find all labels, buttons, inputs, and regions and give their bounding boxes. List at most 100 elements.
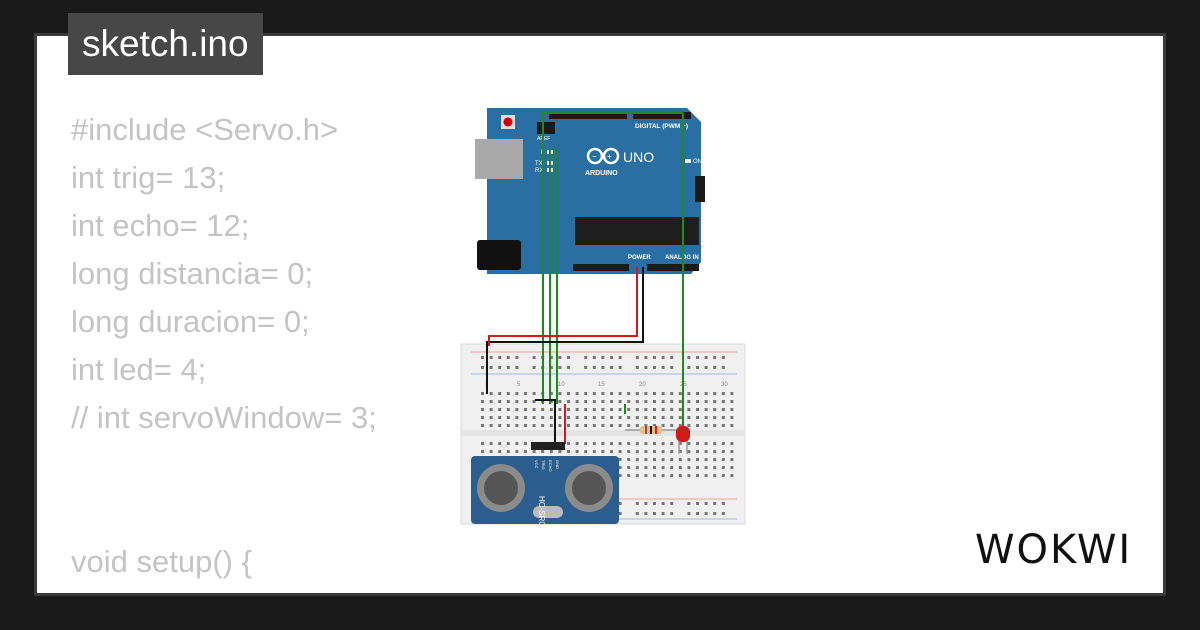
breadboard-hole [601,442,605,445]
breadboard-hole [713,458,717,461]
breadboard-hole [721,466,725,469]
breadboard-hole [644,502,648,505]
breadboard-hole [678,392,682,395]
breadboard-hole [696,408,699,411]
sensor-pin-gnd: GND [555,460,560,469]
breadboard-hole [549,356,553,359]
breadboard-hole [696,502,699,505]
breadboard-hole [713,366,717,369]
breadboard-hole [584,416,588,419]
breadboard-hole [687,466,691,469]
breadboard-hole [481,442,484,445]
power-header [573,264,629,271]
breadboard-hole [635,408,639,411]
breadboard-hole [670,408,674,411]
breadboard-hole [601,416,605,419]
file-tab-title[interactable]: sketch.ino [68,13,263,75]
code-line: void setup() { [71,544,252,579]
breadboard-hole [653,502,656,505]
breadboard-hole [592,408,596,411]
breadboard-hole [506,356,510,359]
breadboard-hole [713,450,717,453]
code-line: int led= 4; [71,352,207,387]
breadboard-hole [635,474,639,477]
bb-number-15: 15 [598,382,605,388]
breadboard-hole [489,392,493,395]
breadboard-hole [567,416,570,419]
breadboard-hole [524,400,527,403]
breadboard-hole [670,400,674,403]
breadboard-hole [687,424,691,427]
sensor-label: HC-SR04 [537,496,546,529]
breadboard-hole [644,408,648,411]
breadboard-hole [635,400,639,403]
reset-button[interactable] [503,117,513,127]
breadboard-hole [627,424,631,427]
breadboard-hole [506,400,510,403]
breadboard-hole [644,450,648,453]
breadboard-hole [687,366,691,369]
wire-digital-top [542,112,683,148]
breadboard-hole [635,466,639,469]
breadboard-hole [721,400,725,403]
breadboard-hole [627,458,631,461]
breadboard-hole [721,458,725,461]
breadboard-hole [481,450,484,453]
breadboard-hole [618,392,622,395]
breadboard-hole [592,392,596,395]
breadboard-hole [541,424,545,427]
breadboard-hole [481,366,484,369]
breadboard-hole [721,408,725,411]
breadboard-hole [575,392,579,395]
breadboard-hole [498,424,502,427]
breadboard-hole [661,400,665,403]
breadboard-hole [558,356,562,359]
power-label: POWER [628,255,651,261]
breadboard-hole [575,424,579,427]
breadboard-hole [635,392,639,395]
breadboard-hole [524,392,527,395]
breadboard-hole [515,416,519,419]
breadboard-hole [670,424,674,427]
breadboard-hole [592,424,596,427]
breadboard-hole [653,474,656,477]
breadboard-hole [481,424,484,427]
breadboard-hole [721,392,725,395]
breadboard-hole [549,408,553,411]
breadboard-hole [549,416,553,419]
breadboard-hole [653,416,656,419]
breadboard-hole [558,416,562,419]
breadboard-hole [515,408,519,411]
breadboard-hole [678,442,682,445]
breadboard-hole [524,442,527,445]
breadboard-hole [601,450,605,453]
breadboard-hole [592,400,596,403]
breadboard-hole [661,392,665,395]
breadboard-hole [704,458,708,461]
wokwi-logo-text: WOKWI [975,527,1132,573]
breadboard-hole [678,424,682,427]
breadboard-hole [618,416,622,419]
svg-text:−: − [592,152,597,161]
breadboard-hole [489,416,493,419]
breadboard-hole [704,502,708,505]
breadboard-hole [721,474,725,477]
breadboard-hole [558,424,562,427]
breadboard-hole [721,356,725,359]
breadboard-hole [489,450,493,453]
breadboard-hole [713,424,717,427]
breadboard-hole [601,356,605,359]
breadboard-hole [618,502,622,505]
breadboard-hole [627,450,631,453]
breadboard-hole [704,416,708,419]
breadboard-hole [618,474,622,477]
code-line: // int servoWindow= 3; [71,400,377,435]
breadboard-hole [524,450,527,453]
wire-sensor-gnd [535,399,556,444]
breadboard-hole [515,424,519,427]
breadboard-hole [635,416,639,419]
breadboard-hole [481,416,484,419]
breadboard-hole [627,392,631,395]
arduino-uno-board: L TX RX ON DIGITAL (PWM ~) AREF − + UNO … [475,108,705,274]
breadboard-hole [541,416,545,419]
